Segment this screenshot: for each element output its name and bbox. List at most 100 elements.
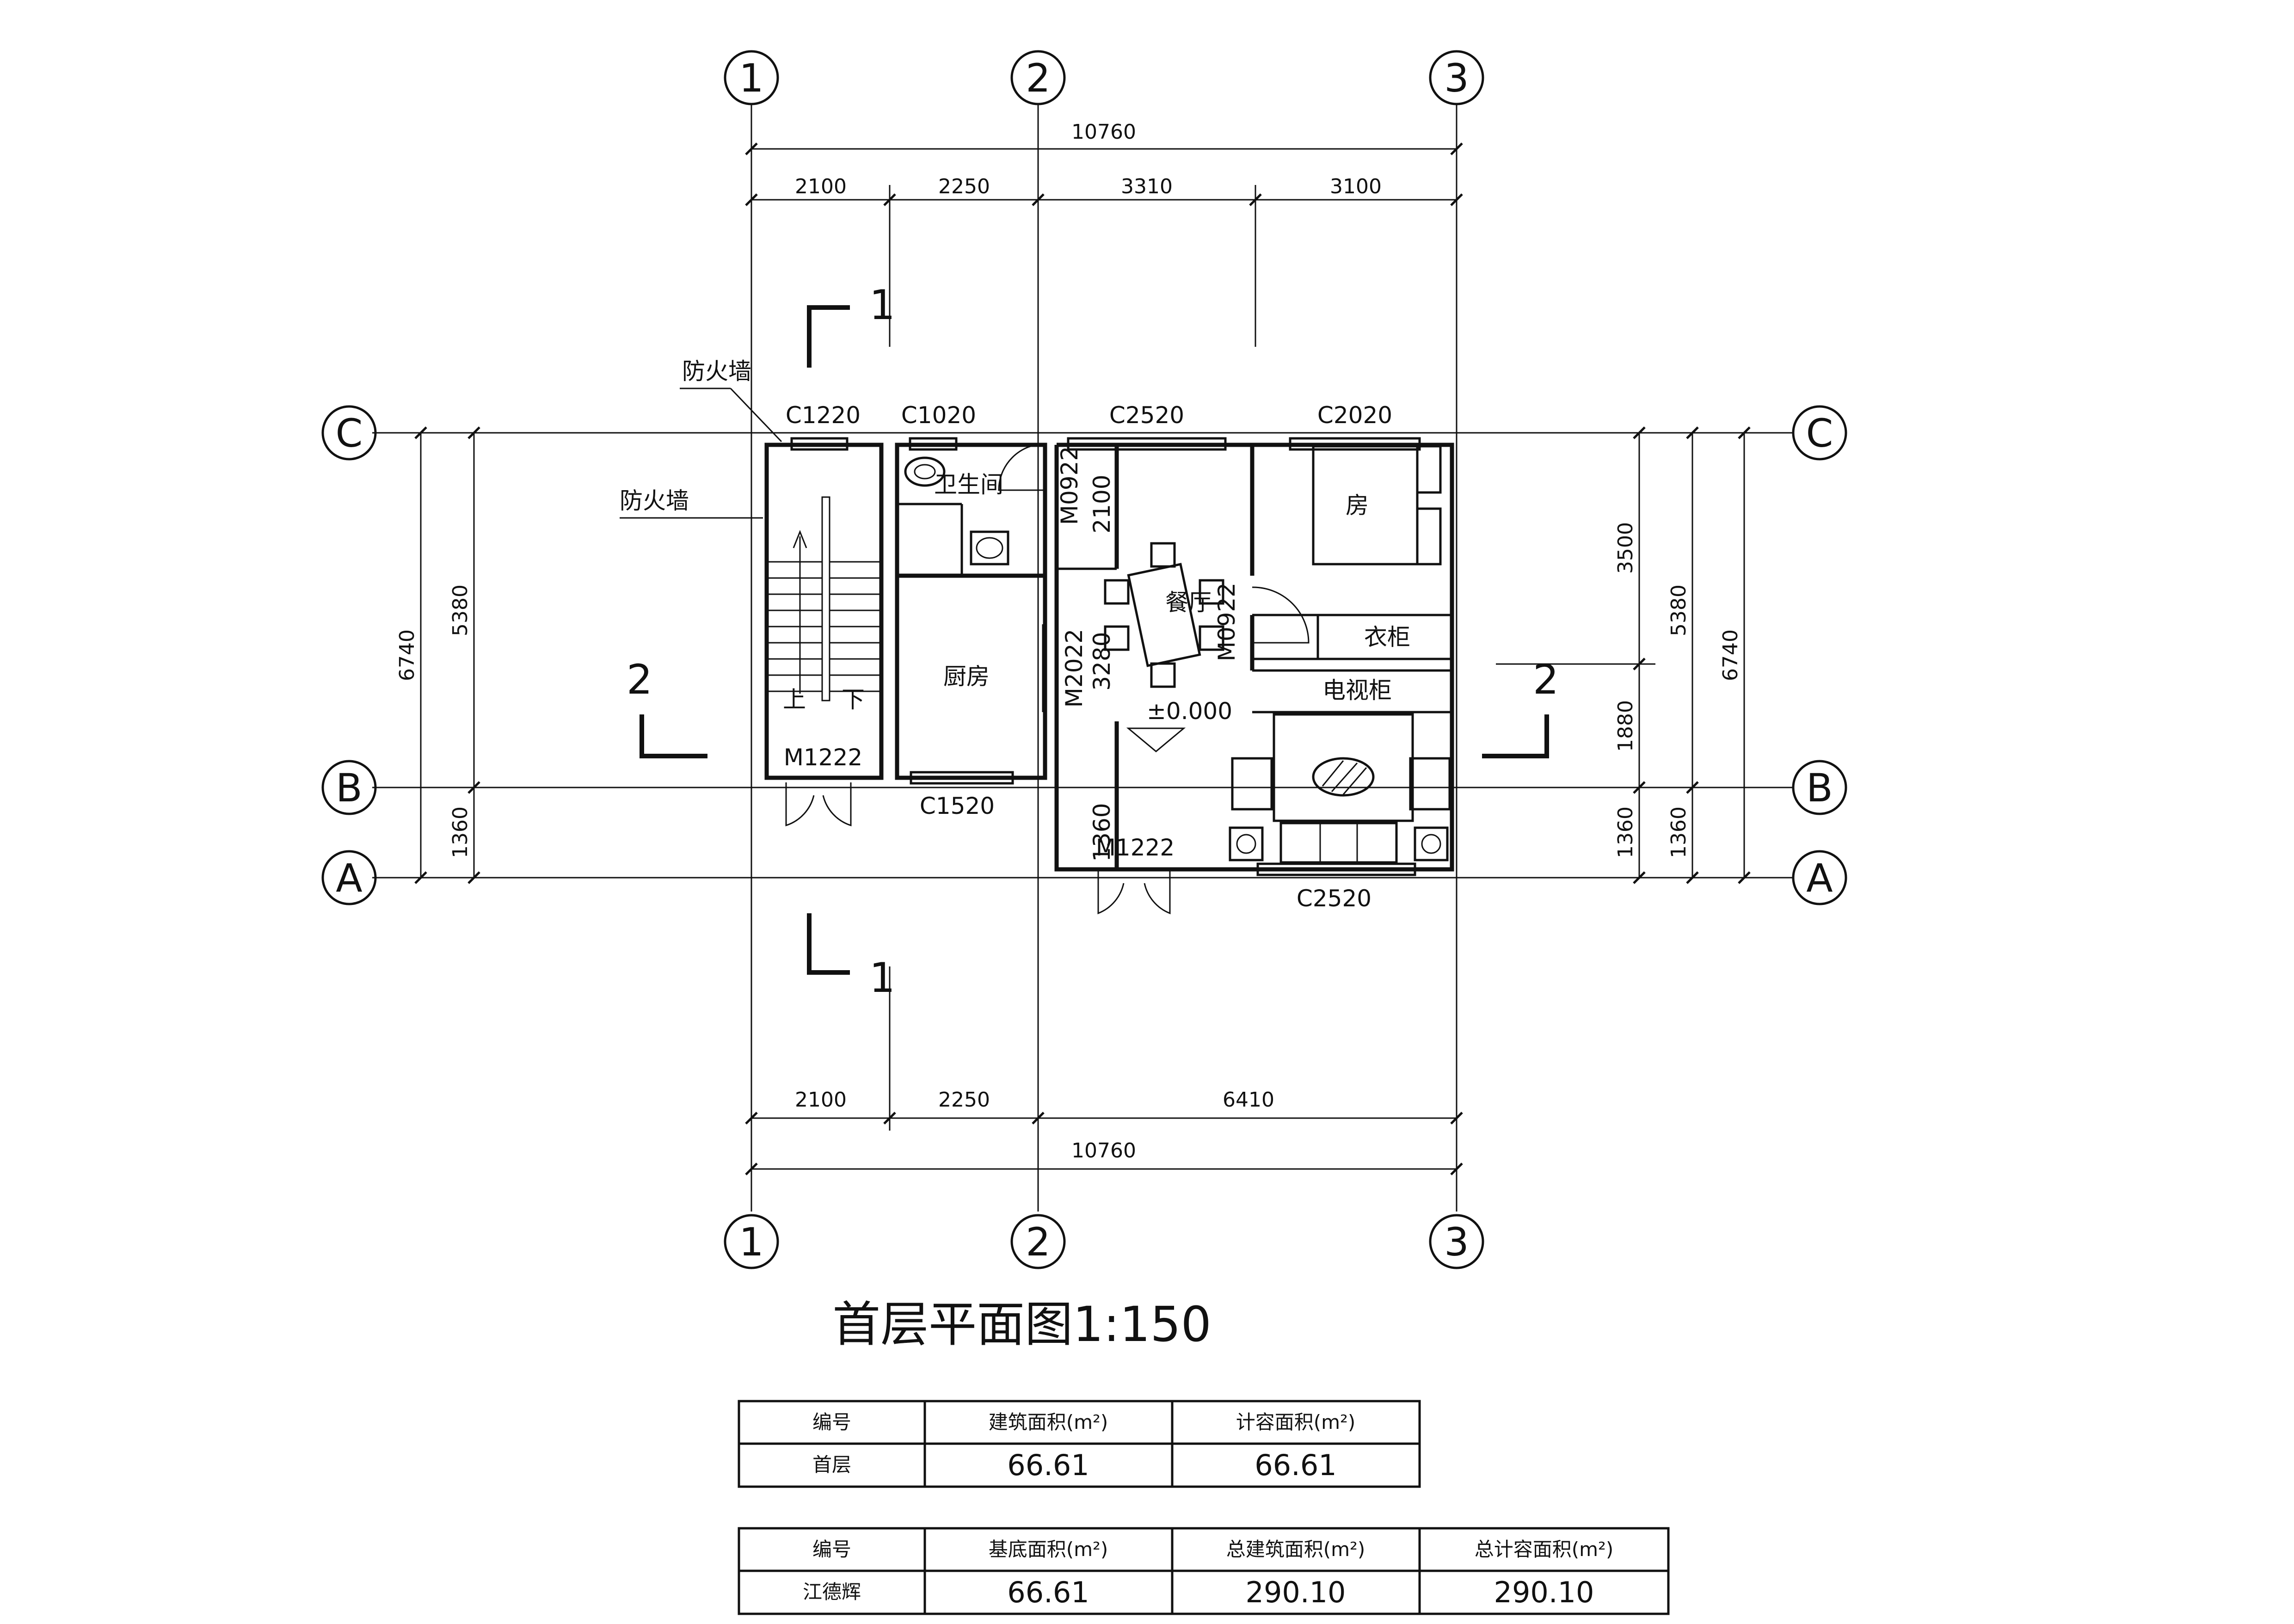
windows: C1220 C1020 C2520 C2020 C1520 C2520 <box>786 402 1421 912</box>
firewall-label-2: 防火墙 <box>620 487 689 514</box>
armchair-right-icon <box>1409 757 1451 811</box>
bed-icon <box>1312 445 1419 566</box>
room-bathroom-label: 卫生间 <box>934 471 1003 498</box>
axis-2-top-bubble <box>1010 50 1066 105</box>
dim-top-seg-2: 2250 <box>938 175 990 198</box>
window-c2020-label: C2020 <box>1317 402 1392 429</box>
window-c1220-label: C1220 <box>786 402 861 429</box>
axis-c-left-bubble <box>321 405 377 461</box>
area-table-1: 编号 建筑面积(m²) 计容面积(m²) 首层 66.61 66.61 <box>738 1400 1421 1488</box>
axis-2-bottom-label: 2 <box>1026 1219 1050 1265</box>
axis-a-left-bubble <box>321 850 377 905</box>
top-dimensions: 10760 2100 2250 3310 3100 <box>745 120 1463 347</box>
toilet-icon <box>904 456 946 487</box>
door-m1222-main-label: M1222 <box>1096 834 1175 861</box>
axis-3-bottom-bubble <box>1429 1214 1484 1269</box>
tv-cabinet-label: 电视柜 <box>1322 677 1392 704</box>
axis-a-right-label: A <box>1806 855 1833 901</box>
table1-cell-2: 66.61 <box>1007 1448 1089 1482</box>
dim-right-inner: 5380 <box>1667 584 1691 636</box>
axis-2-bottom-bubble <box>1010 1214 1066 1269</box>
dim-left-ab: 1360 <box>449 806 472 858</box>
table2-header-3: 总建筑面积(m²) <box>1226 1538 1365 1561</box>
room-bedroom-label: 房 <box>1346 492 1369 519</box>
drawing-title: 首层平面图1:150 <box>832 1296 1212 1353</box>
stair: 上 下 <box>768 496 880 713</box>
bottom-dimensions: 2100 2250 6410 10760 <box>745 966 1463 1175</box>
dim-right-outer: 6740 <box>1719 629 1742 681</box>
fixtures <box>904 445 1451 864</box>
rug-icon <box>1273 713 1414 822</box>
stair-wall <box>764 443 884 780</box>
section-1-top-label: 1 <box>869 281 895 329</box>
axis-1-top-bubble <box>724 50 779 105</box>
dim-top-seg-3: 3310 <box>1121 175 1173 198</box>
section-markers: 1 1 2 2 <box>627 281 1559 1002</box>
area-table-2: 编号 基底面积(m²) 总建筑面积(m²) 总计容面积(m²) 江德辉 66.6… <box>738 1527 1670 1615</box>
section-1-bottom-label: 1 <box>869 954 895 1002</box>
dim-right-seg-3: 1360 <box>1614 806 1637 858</box>
elevation-marker: ±0.000 <box>1126 698 1232 752</box>
dim-left-outer: 6740 <box>395 629 419 681</box>
axis-c-right-bubble <box>1792 405 1847 461</box>
axis-b-left-bubble <box>321 760 377 815</box>
dim-right-seg-2: 1880 <box>1614 700 1637 752</box>
bath-kitchen-wall <box>895 443 1047 780</box>
axis-b-right-bubble <box>1792 760 1847 815</box>
window-c2520-bottom-label: C2520 <box>1297 885 1371 912</box>
door-m0922-bath-label: M0922 <box>1056 446 1083 525</box>
axis-3-top-bubble <box>1429 50 1484 105</box>
left-dimensions: 6740 5380 1360 <box>395 426 480 884</box>
coffee-table-icon <box>1312 757 1375 797</box>
axis-1-bottom-bubble <box>724 1214 779 1269</box>
section-2-left-label: 2 <box>627 656 652 703</box>
axis-b-right-label: B <box>1806 765 1833 811</box>
walls <box>764 443 1454 872</box>
dim-bottom-total: 10760 <box>1071 1139 1136 1163</box>
door-m2022-label: M2022 <box>1061 629 1088 707</box>
armchair-left-icon <box>1231 757 1273 811</box>
axis-bubbles: 1 2 3 1 2 3 C B A C B A <box>321 50 1847 1269</box>
interior-dimensions: 2100 3280 1360 <box>1089 474 1115 861</box>
table1-header-2: 建筑面积(m²) <box>989 1411 1108 1433</box>
axis-3-top-label: 3 <box>1444 55 1469 101</box>
axis-3-bottom-label: 3 <box>1444 1219 1469 1265</box>
axis-c-left-label: C <box>336 411 363 456</box>
dim-top-seg-1: 2100 <box>795 175 847 198</box>
firewall-notes: 防火墙 防火墙 <box>620 358 782 519</box>
table2-header-4: 总计容面积(m²) <box>1475 1538 1614 1561</box>
section-2-right-label: 2 <box>1533 656 1559 703</box>
table2-header-2: 基底面积(m²) <box>989 1538 1108 1561</box>
doors: M1222 M1222 M0922 M0922 M2022 <box>784 443 1310 915</box>
right-dimensions: 3500 1880 1360 5380 1360 6740 <box>1496 426 1751 884</box>
table1-cell-1: 首层 <box>812 1453 851 1476</box>
stair-up-label: 上 <box>783 686 806 713</box>
dim-interior-3280: 3280 <box>1089 632 1115 690</box>
table2-header-1: 编号 <box>812 1538 851 1561</box>
dim-top-seg-4: 3100 <box>1330 175 1382 198</box>
table2-cell-3: 290.10 <box>1246 1575 1346 1609</box>
table2-cell-2: 66.61 <box>1007 1575 1089 1609</box>
axis-grid <box>372 104 1794 1212</box>
sink-icon <box>970 530 1009 566</box>
door-m0922-bedroom-label: M0922 <box>1213 583 1240 661</box>
dim-bottom-seg-2: 2250 <box>938 1088 990 1112</box>
dim-bottom-seg-3: 6410 <box>1223 1088 1274 1112</box>
axis-2-top-label: 2 <box>1026 55 1050 101</box>
firewall-label-1: 防火墙 <box>682 358 751 385</box>
door-m1222-stair-label: M1222 <box>784 744 862 771</box>
dim-top-total: 10760 <box>1071 120 1136 144</box>
axis-1-top-label: 1 <box>739 55 763 101</box>
axis-a-left-label: A <box>336 855 362 901</box>
table1-cell-3: 66.61 <box>1255 1448 1337 1482</box>
wardrobe-label: 衣柜 <box>1364 624 1410 651</box>
table1-header-3: 计容面积(m²) <box>1236 1411 1356 1433</box>
axis-b-left-label: B <box>336 765 363 811</box>
room-kitchen-label: 厨房 <box>943 663 990 690</box>
dim-right-ab: 1360 <box>1667 806 1691 858</box>
room-dining-label: 餐厅 <box>1165 589 1212 616</box>
table1-header-1: 编号 <box>812 1411 851 1433</box>
window-c2520-top-label: C2520 <box>1109 402 1184 429</box>
